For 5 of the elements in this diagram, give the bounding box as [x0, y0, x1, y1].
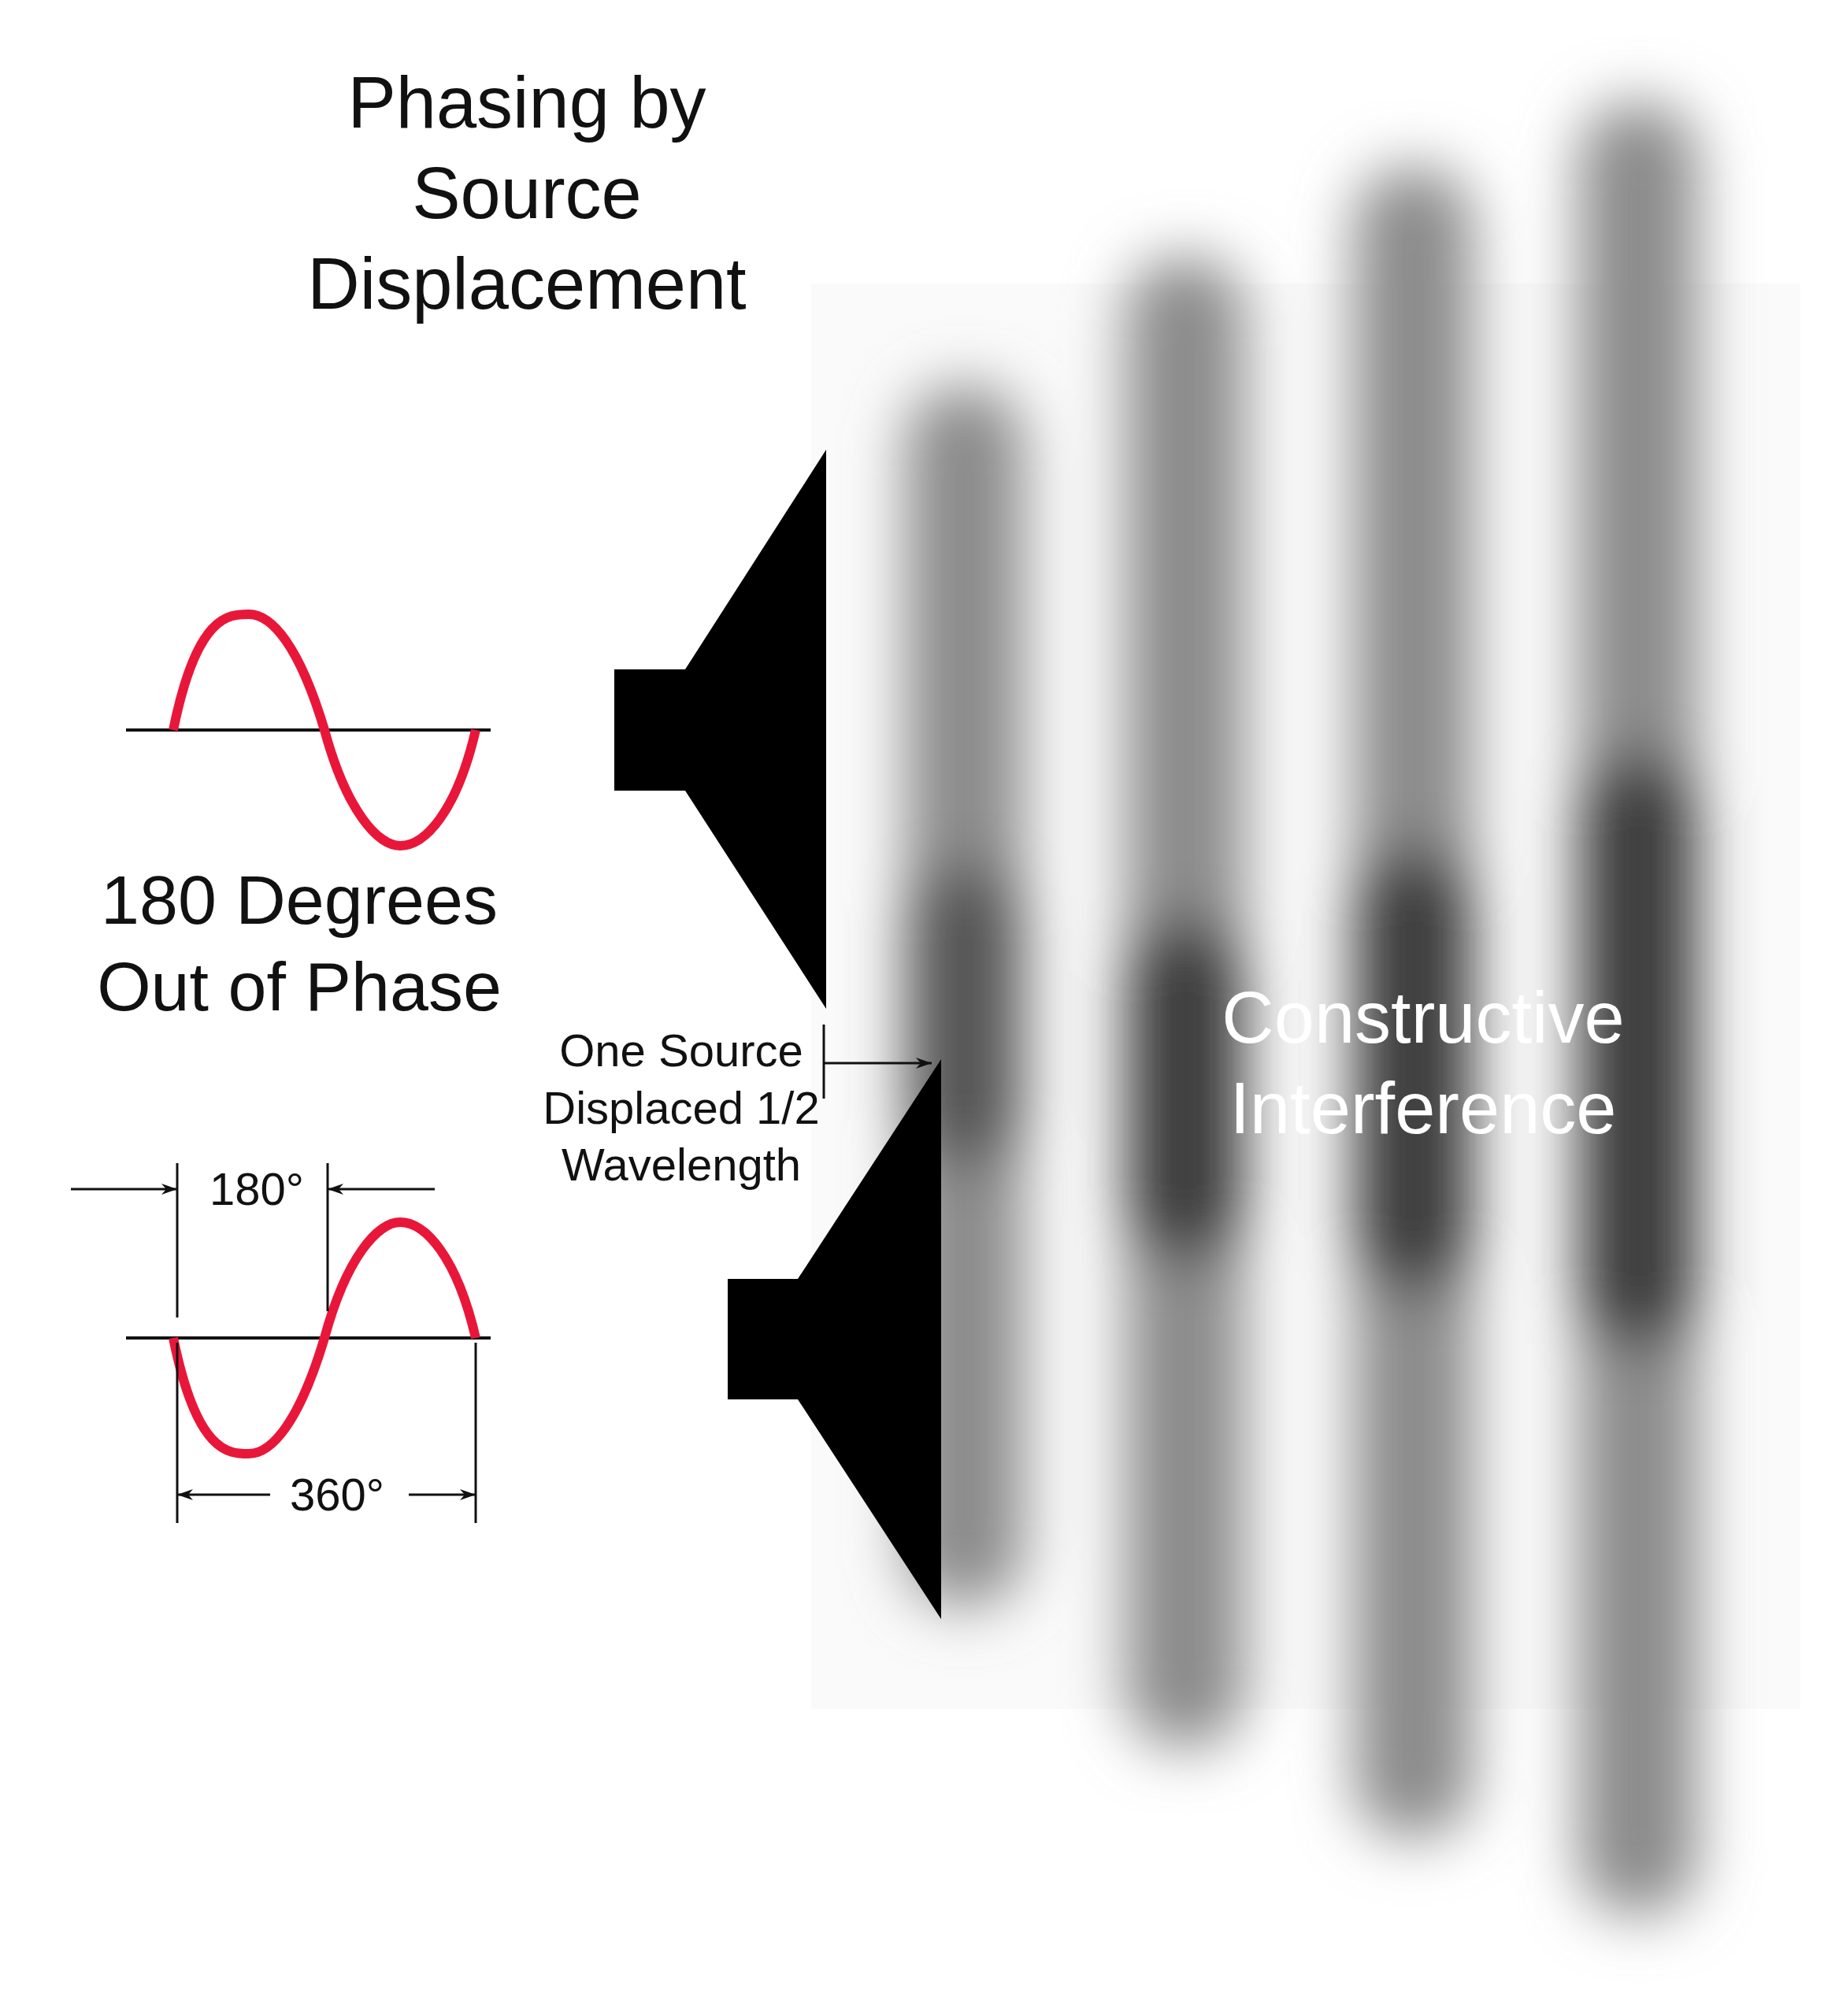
dimension-label: 360° [289, 1467, 385, 1521]
annotation-text: One Source Displaced 1/2 Wavelength [542, 1024, 821, 1192]
title: Phasing by Source Displacement [306, 61, 747, 325]
dimension-label: 180° [209, 1162, 305, 1216]
caption-text: 180 Degrees Out of Phase [96, 860, 502, 1027]
